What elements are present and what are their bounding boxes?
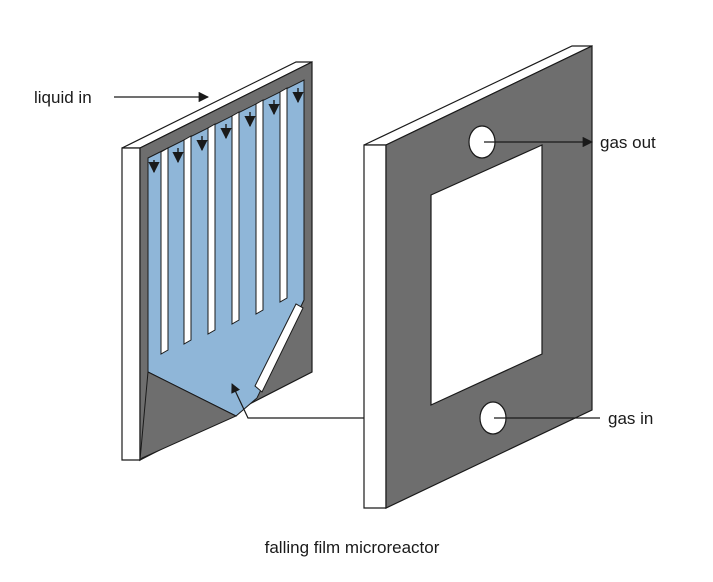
- gas-plate: [363, 45, 593, 509]
- channel-fin: [207, 123, 216, 335]
- channel-flow-arrows: [148, 88, 304, 174]
- basin-wall-right: [254, 303, 304, 393]
- basin-wall-left: [139, 371, 238, 462]
- channel-fin: [231, 111, 240, 325]
- diagram-caption: falling film microreactor: [265, 538, 440, 557]
- liquid-in-label: liquid in: [34, 88, 92, 107]
- gas-in-label: gas in: [608, 409, 653, 428]
- channel-fins: [160, 87, 288, 355]
- gas-out-label: gas out: [600, 133, 656, 152]
- gas-out-callout: gas out: [484, 133, 656, 152]
- liquid-to-gas-leader: [231, 383, 364, 419]
- gas-plate-window: [430, 144, 543, 406]
- channel-fin: [279, 87, 288, 303]
- channel-fin: [160, 147, 169, 355]
- channel-fin: [183, 135, 192, 345]
- gas-plate-side-edge: [363, 144, 387, 509]
- channel-fin: [255, 99, 264, 315]
- liquid-plate-side-edge: [121, 147, 141, 461]
- liquid-plate: [121, 61, 313, 462]
- gas-in-callout: gas in: [494, 409, 653, 428]
- film-leader-line: [231, 383, 364, 419]
- liquid-in-callout: liquid in: [34, 88, 210, 107]
